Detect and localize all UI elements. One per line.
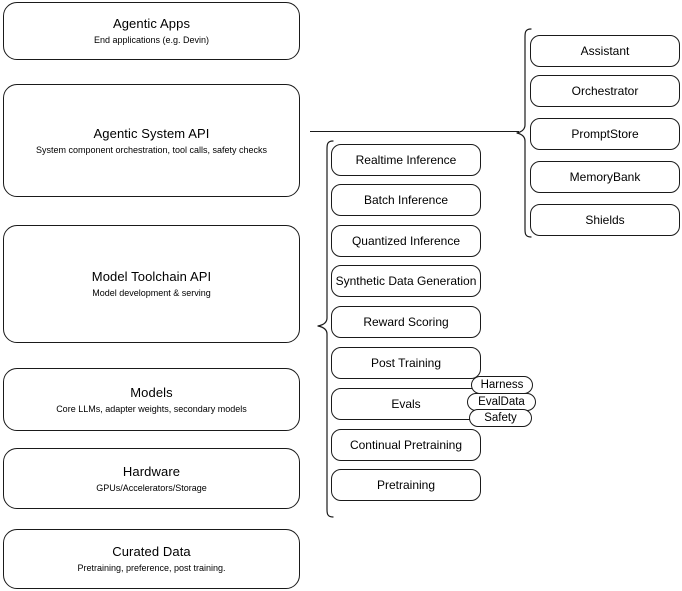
- component-label: MemoryBank: [569, 170, 641, 184]
- capability-box-post-training[interactable]: Post Training: [331, 347, 481, 379]
- layer-title: Agentic Apps: [112, 16, 191, 31]
- capability-box-batch-inference[interactable]: Batch Inference: [331, 184, 481, 216]
- layer-title: Hardware: [122, 463, 181, 479]
- capability-label: Pretraining: [376, 478, 436, 492]
- component-box-assistant[interactable]: Assistant: [530, 35, 680, 67]
- eval-badge-label: Safety: [484, 412, 517, 424]
- component-box-memorybank[interactable]: MemoryBank: [530, 161, 680, 193]
- capability-box-quantized-inference[interactable]: Quantized Inference: [331, 225, 481, 257]
- component-label: Assistant: [580, 44, 630, 58]
- layer-title: Agentic System API: [93, 125, 210, 141]
- capability-label: Batch Inference: [363, 193, 449, 207]
- layer-subtitle: System component orchestration, tool cal…: [35, 144, 268, 155]
- layer-title: Models: [130, 384, 173, 400]
- layer-subtitle: GPUs/Accelerators/Storage: [96, 482, 207, 493]
- capability-box-reward-scoring[interactable]: Reward Scoring: [331, 306, 481, 338]
- capability-label: Quantized Inference: [351, 234, 461, 248]
- capability-label: Post Training: [370, 356, 442, 370]
- layer-box-curated-data[interactable]: Curated Data Pretraining, preference, po…: [3, 529, 300, 589]
- capability-box-realtime-inference[interactable]: Realtime Inference: [331, 144, 481, 176]
- capability-box-synthetic-data-generation[interactable]: Synthetic Data Generation: [331, 265, 481, 297]
- layer-box-model-toolchain-api[interactable]: Model Toolchain API Model development & …: [3, 225, 300, 343]
- capability-label: Reward Scoring: [363, 315, 449, 329]
- component-box-orchestrator[interactable]: Orchestrator: [530, 75, 680, 107]
- component-label: Shields: [585, 213, 625, 227]
- layer-subtitle: Pretraining, preference, post training.: [77, 563, 226, 573]
- capability-label: Synthetic Data Generation: [335, 274, 477, 288]
- eval-badge-harness[interactable]: Harness: [471, 376, 533, 394]
- layer-box-agentic-system-api[interactable]: Agentic System API System component orch…: [3, 84, 300, 197]
- connector-line-system-api-to-components: [310, 131, 519, 133]
- capability-label: Realtime Inference: [355, 153, 457, 167]
- capability-box-pretraining[interactable]: Pretraining: [331, 469, 481, 501]
- capability-label: Continual Pretraining: [349, 438, 463, 452]
- layer-box-agentic-apps[interactable]: Agentic Apps End applications (e.g. Devi…: [3, 2, 300, 60]
- layer-subtitle: Core LLMs, adapter weights, secondary mo…: [56, 403, 247, 414]
- eval-badge-safety[interactable]: Safety: [469, 409, 532, 427]
- capability-box-continual-pretraining[interactable]: Continual Pretraining: [331, 429, 481, 461]
- layer-title: Model Toolchain API: [91, 269, 212, 284]
- capability-label: Evals: [391, 397, 421, 411]
- layer-subtitle: Model development & serving: [92, 288, 211, 298]
- capability-box-evals[interactable]: Evals: [331, 388, 481, 420]
- component-label: PromptStore: [571, 127, 639, 141]
- eval-badge-label: Harness: [480, 379, 524, 391]
- eval-badge-evaldata[interactable]: EvalData: [467, 393, 536, 411]
- eval-badge-label: EvalData: [478, 396, 525, 408]
- layer-title: Curated Data: [112, 544, 191, 559]
- component-box-shields[interactable]: Shields: [530, 204, 680, 236]
- layer-box-hardware[interactable]: Hardware GPUs/Accelerators/Storage: [3, 448, 300, 509]
- layer-box-models[interactable]: Models Core LLMs, adapter weights, secon…: [3, 368, 300, 431]
- brace-model-toolchain-capabilities: [317, 140, 334, 518]
- component-box-promptstore[interactable]: PromptStore: [530, 118, 680, 150]
- component-label: Orchestrator: [571, 84, 639, 98]
- brace-agentic-system-components: [516, 28, 532, 238]
- layer-subtitle: End applications (e.g. Devin): [93, 35, 210, 45]
